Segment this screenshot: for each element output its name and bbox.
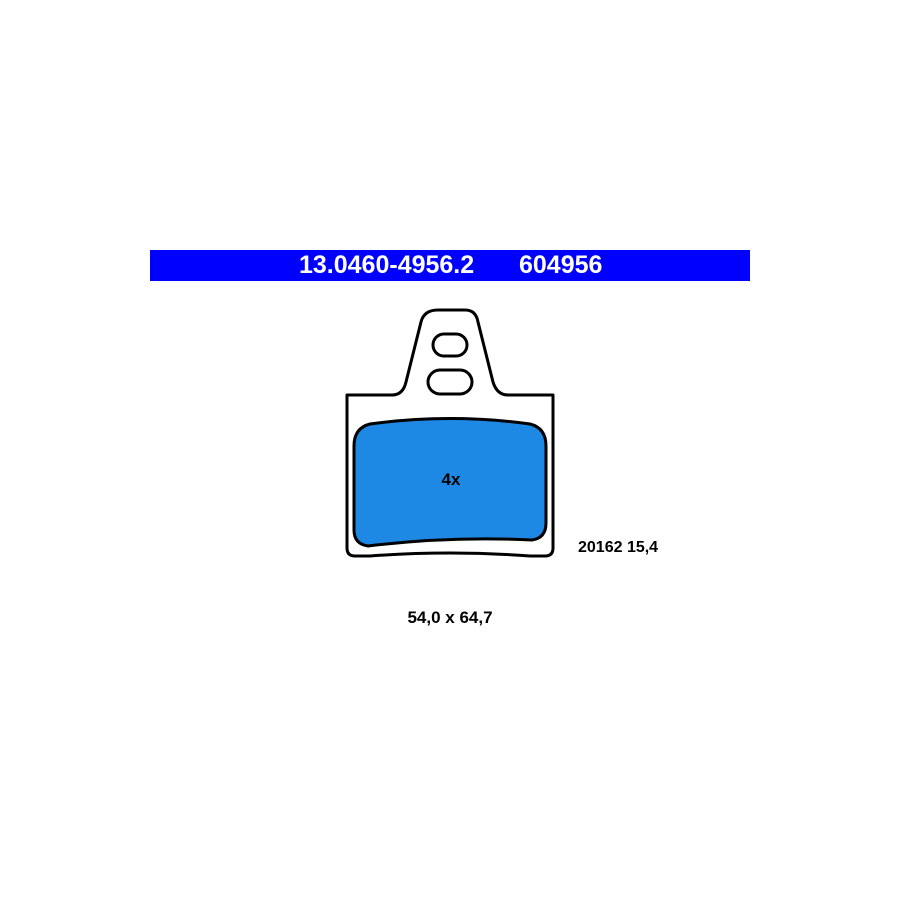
friction-material [352, 417, 548, 548]
quantity-label: 4x [441, 470, 461, 489]
dimensions-label: 54,0 x 64,7 [407, 608, 493, 627]
part-number: 13.0460-4956.2 [299, 251, 475, 279]
lower-slot [426, 368, 474, 396]
reference-number: 604956 [519, 251, 603, 279]
header-bar: 13.0460-4956.2 604956 [150, 250, 750, 281]
upper-slot [431, 332, 469, 358]
wva-thickness-label: 20162 15,4 [578, 539, 659, 556]
